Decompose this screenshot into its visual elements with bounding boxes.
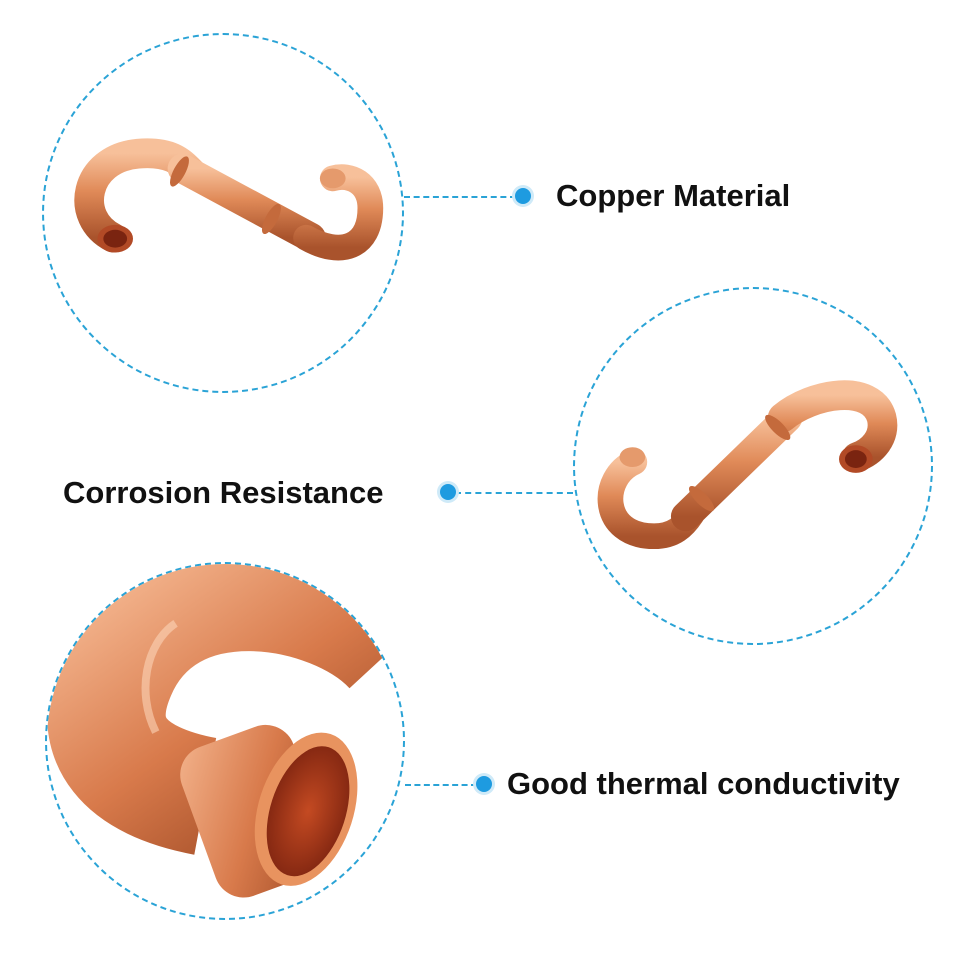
s-hook-image-circle: [573, 287, 933, 645]
bullet-dot-icon: [515, 188, 531, 204]
leader-line: [405, 784, 477, 786]
bullet-dot-icon: [440, 484, 456, 500]
feature-label-corrosion-resistance: Corrosion Resistance: [63, 475, 384, 510]
feature-label-good-thermal-conductivity: Good thermal conductivity: [507, 766, 900, 801]
s-hook-copper-image: [597, 380, 898, 550]
bullet-dot-icon: [476, 776, 492, 792]
copper-pipe-closeup-image: [47, 564, 403, 898]
leader-line: [455, 492, 573, 494]
leader-line: [404, 196, 516, 198]
pipe-closeup-image-circle: [45, 562, 405, 920]
s-hook-image-circle: [42, 33, 404, 393]
s-hook-copper-image: [74, 138, 384, 261]
feature-label-copper-material: Copper Material: [556, 178, 791, 213]
